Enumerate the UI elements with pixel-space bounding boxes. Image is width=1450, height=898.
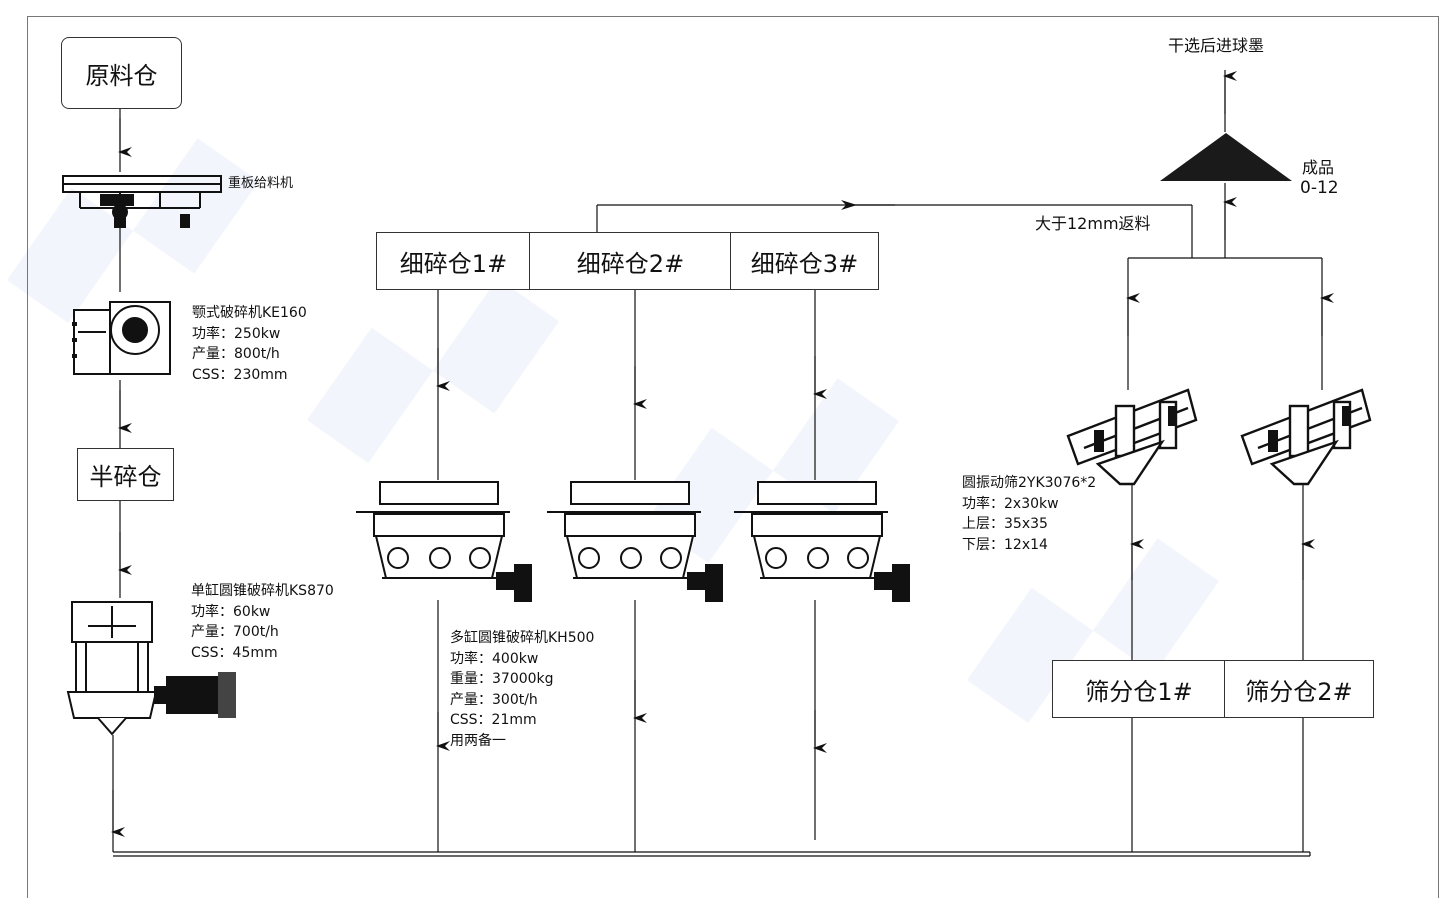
screen-bin-2: 筛分仓2# [1224, 660, 1374, 718]
vibrating-screen-2-icon [1240, 388, 1372, 486]
jaw-crusher-icon [72, 301, 171, 375]
product-title-label: 成品 [1302, 158, 1335, 177]
screen-spec-line: 上层：35x35 [962, 516, 1048, 532]
semi-crushed-bin: 半碎仓 [77, 448, 174, 501]
single-cone-spec: 单缸圆锥破碎机KS870 功率：60kw 产量：700t/h CSS：45mm [191, 581, 334, 663]
screen-spec: 圆振动筛2YK3076*2 功率：2x30kw 上层：35x35 下层：12x1… [962, 473, 1096, 555]
jaw-crusher-spec-line: 产量：800t/h [192, 346, 280, 362]
single-cylinder-cone-crusher-icon [66, 601, 236, 736]
multi-cone-spec-line: CSS：21mm [450, 712, 537, 728]
multi-cylinder-cone-crusher-1-icon [356, 481, 532, 602]
jaw-crusher-spec-line: 功率：250kw [192, 325, 281, 342]
multi-cone-spec-line: 功率：400kw [450, 650, 539, 667]
fine-bin-3: 细碎仓3# [730, 232, 879, 290]
multi-cone-spec-line: 重量：37000kg [450, 671, 554, 687]
jaw-crusher-spec-line: 颚式破碎机KE160 [192, 305, 307, 321]
feeder-label: 重板给料机 [228, 176, 294, 191]
screen-spec-line: 功率：2x30kw [962, 495, 1059, 512]
single-cone-spec-line: 功率：60kw [191, 603, 271, 620]
jaw-crusher-spec: 颚式破碎机KE160 功率：250kw 产量：800t/h CSS：230mm [192, 303, 307, 385]
jaw-crusher-spec-line: CSS：230mm [192, 366, 288, 383]
screen-spec-line: 圆振动筛2YK3076*2 [962, 475, 1097, 491]
screen-spec-line: 下层：12x14 [962, 536, 1048, 553]
product-pile-icon [1160, 133, 1292, 181]
single-cone-spec-line: CSS：45mm [191, 644, 278, 661]
screen-bin-1: 筛分仓1# [1052, 660, 1226, 718]
multi-cylinder-cone-crusher-2-icon [547, 481, 723, 602]
product-size-label: 0-12 [1300, 178, 1339, 198]
multi-cone-spec-line: 产量：300t/h [450, 691, 538, 708]
multi-cone-spec-line: 用两备一 [450, 732, 506, 749]
apron-feeder-icon [62, 175, 222, 228]
raw-material-bin: 原料仓 [61, 37, 182, 109]
multi-cylinder-cone-crusher-3-icon [734, 481, 910, 602]
single-cone-spec-line: 单缸圆锥破碎机KS870 [191, 583, 334, 599]
diagram-frame [27, 16, 1439, 898]
multi-cone-spec-line: 多缸圆锥破碎机KH500 [450, 630, 595, 646]
fine-bin-2: 细碎仓2# [529, 232, 732, 290]
vibrating-screen-1-icon [1066, 388, 1198, 486]
return-note-label: 大于12mm返料 [1035, 214, 1151, 233]
fine-bin-1: 细碎仓1# [376, 232, 531, 290]
multi-cone-spec: 多缸圆锥破碎机KH500 功率：400kw 重量：37000kg 产量：300t… [450, 628, 594, 751]
single-cone-spec-line: 产量：700t/h [191, 624, 279, 640]
dry-select-label: 干选后进球墨 [1168, 36, 1265, 55]
